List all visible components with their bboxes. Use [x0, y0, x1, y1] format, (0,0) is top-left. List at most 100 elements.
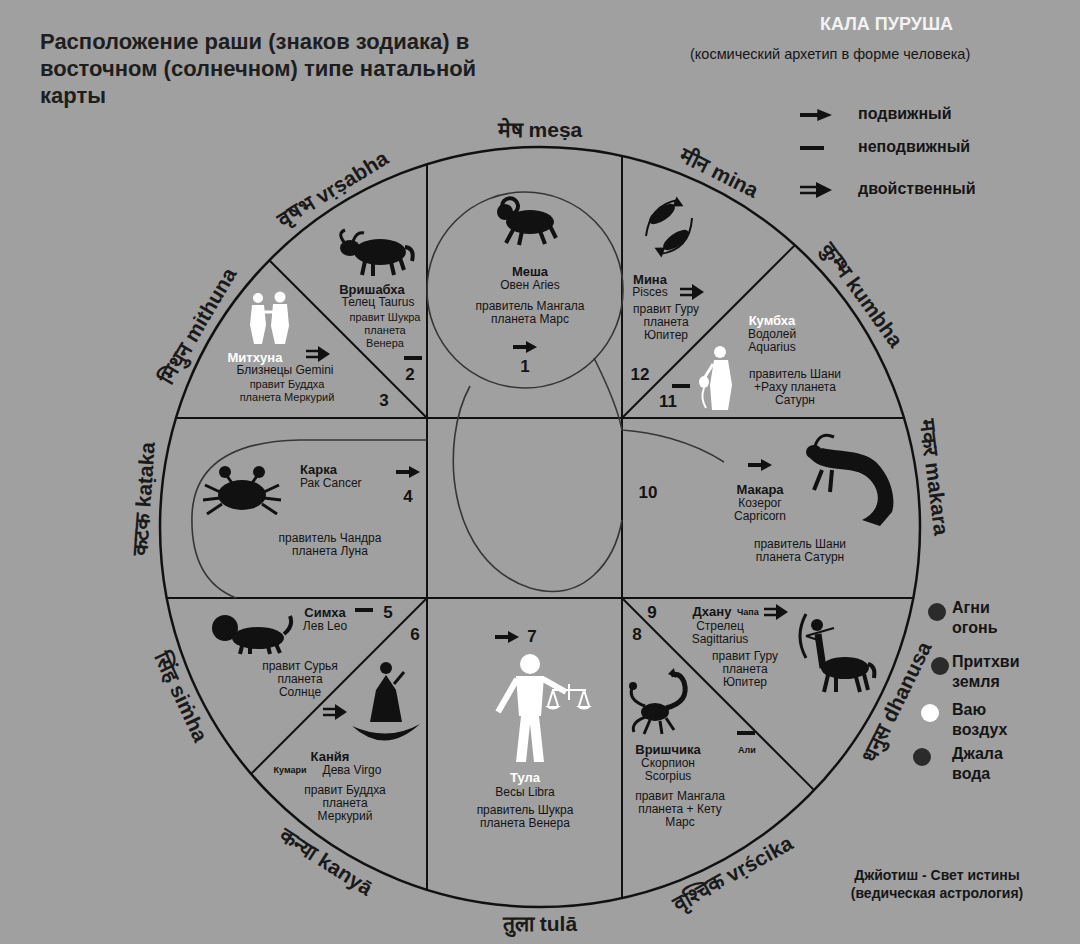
ruler-note: правит Мангала планета + Кету Марс [630, 790, 730, 829]
house-cell: ТулаВесы Libraправитель Шукра планета Ве… [457, 625, 593, 833]
legend-symbol [800, 182, 832, 198]
sanskrit-sign-name: तुला tulā [503, 912, 577, 936]
house-grid [167, 156, 914, 898]
legend-text: неподвижный [858, 137, 970, 157]
modality-mark [672, 386, 690, 387]
sanskrit-sign-name: वृश्चिक vṛścika [669, 831, 797, 917]
modality-mark-bar [404, 356, 422, 360]
ruler-note: правит Буддха планета Меркурий [300, 784, 390, 823]
legend-swatch [928, 603, 946, 621]
house-cell: ВришабхаТелец Taurusправит Шукра планета… [336, 279, 428, 387]
pisces-fishes-part [669, 196, 683, 211]
legend-symbol-head [816, 182, 832, 198]
modality-mark-head [526, 341, 537, 353]
legend-text: двойственный [858, 179, 975, 199]
house-number: 12 [631, 366, 650, 384]
legend-swatch [913, 748, 931, 766]
gemini-twins-part [264, 311, 273, 314]
modality-mark-head [761, 459, 772, 471]
modality-mark-bar [737, 731, 755, 735]
legend-text: подвижный [858, 104, 952, 124]
modality-mark-head [508, 631, 519, 643]
sign-name: Меша [512, 264, 548, 279]
libra-man-with-scales-part [516, 716, 544, 762]
modality-mark [764, 604, 788, 620]
libra-man-with-scales-part [516, 676, 544, 716]
sign-translation: Телец Taurus [342, 296, 415, 309]
house-number: 9 [647, 604, 656, 622]
legend-text: Джала вода [952, 744, 1032, 784]
house-number: 7 [527, 628, 536, 646]
libra-man-with-scales-part [548, 684, 589, 706]
ruler-note: правитель Шани +Раху планета Сатурн [742, 368, 847, 407]
cancer-crab [203, 466, 281, 514]
sign-translation: Лев Leo [303, 620, 347, 633]
modality-mark-bar [355, 608, 373, 612]
taurus-bull-part [341, 230, 364, 242]
virgo-maiden-boat-part [380, 662, 392, 674]
capricorn-goat-fish-part [814, 470, 832, 492]
aries-ram [497, 198, 556, 245]
modality-mark [306, 346, 330, 362]
ruler-note: правит Шукра планета Венера [345, 311, 425, 350]
kala-purusha-outline-part [192, 440, 427, 598]
modality-mark-bar [672, 384, 690, 388]
aquarius-water-bearer-part [714, 346, 726, 358]
sagittarius-archer [800, 614, 874, 692]
taurus-bull-part [362, 247, 413, 276]
house-grid-part [622, 598, 814, 790]
modality-mark [495, 631, 519, 643]
scorpio-scorpion-part [668, 668, 676, 678]
house-number: 6 [410, 626, 419, 644]
modality-mark [396, 466, 420, 478]
sign-translation: Водолей Aquarius [737, 328, 807, 354]
sign-name: Мина [633, 272, 667, 287]
house-cell: КаркаРак Cancerправитель Чандра планета … [262, 459, 416, 561]
house-cell: МитхунаБлизнецы Geminiправит Буддха план… [225, 347, 392, 413]
kala-purusha-outline [192, 192, 724, 598]
house-cell: МинаPiscesправит Гуру планета Юпитер12 [623, 269, 709, 387]
gemini-twins-part [253, 293, 263, 303]
ruler-note: правитель Чандра планета Луна [265, 532, 395, 558]
aquarius-water-bearer-part [702, 388, 706, 408]
legend-text: Агни огонь [952, 598, 1032, 638]
kala-purusha-outline-part [453, 386, 622, 591]
sign-name: Макара [736, 482, 783, 497]
kala-purusha-outline-part [594, 358, 724, 462]
sign-translation: Pisces [632, 286, 667, 299]
aquarius-water-bearer-part [699, 376, 709, 388]
cancer-crab-part [253, 466, 265, 478]
cancer-crab-part [203, 476, 281, 514]
modality-mark [323, 704, 347, 720]
sign-name: Вришчика [635, 742, 700, 757]
legend-symbol [800, 109, 832, 121]
pisces-fishes-part [655, 243, 669, 258]
scorpio-scorpion-part [631, 688, 674, 734]
sign-translation: Скорпион Scorpius [631, 757, 706, 783]
modality-mark-head [776, 604, 788, 620]
heading-subtitle: (космический архетип в форме человека) [690, 46, 970, 63]
sign-name: Кумбха [749, 313, 796, 328]
modality-mark-head [335, 704, 347, 720]
sign-translation: Весы Libra [495, 786, 554, 799]
virgo-maiden-boat [352, 662, 420, 741]
sign-name: Симха [304, 605, 345, 620]
modality-mark [355, 610, 373, 611]
aries-ram-part [502, 198, 518, 214]
sign-name: Дхану [693, 604, 732, 619]
house-cell: МешаОвен Ariesправитель Мангала планета … [462, 261, 598, 379]
libra-man-with-scales-part [545, 706, 592, 710]
ruler-note: правит Буддха планета Меркурий [229, 378, 344, 404]
aries-ram-part [497, 204, 513, 220]
cancer-crab-part [219, 466, 231, 478]
house-grid-part [251, 598, 427, 774]
aquarius-water-bearer [699, 346, 732, 410]
legend-swatch [921, 704, 939, 722]
source-caption: Джйотиш - Свет истины (ведическая астрол… [832, 866, 1042, 902]
capricorn-goat-fish-part [815, 435, 834, 446]
house-cell: СимхаЛев Leoправит Сурья планета Солнце5 [255, 601, 396, 702]
sign-translation: Стрелец Sagittarius [680, 620, 760, 646]
pisces-fishes [646, 196, 692, 258]
taurus-bull [340, 230, 413, 276]
